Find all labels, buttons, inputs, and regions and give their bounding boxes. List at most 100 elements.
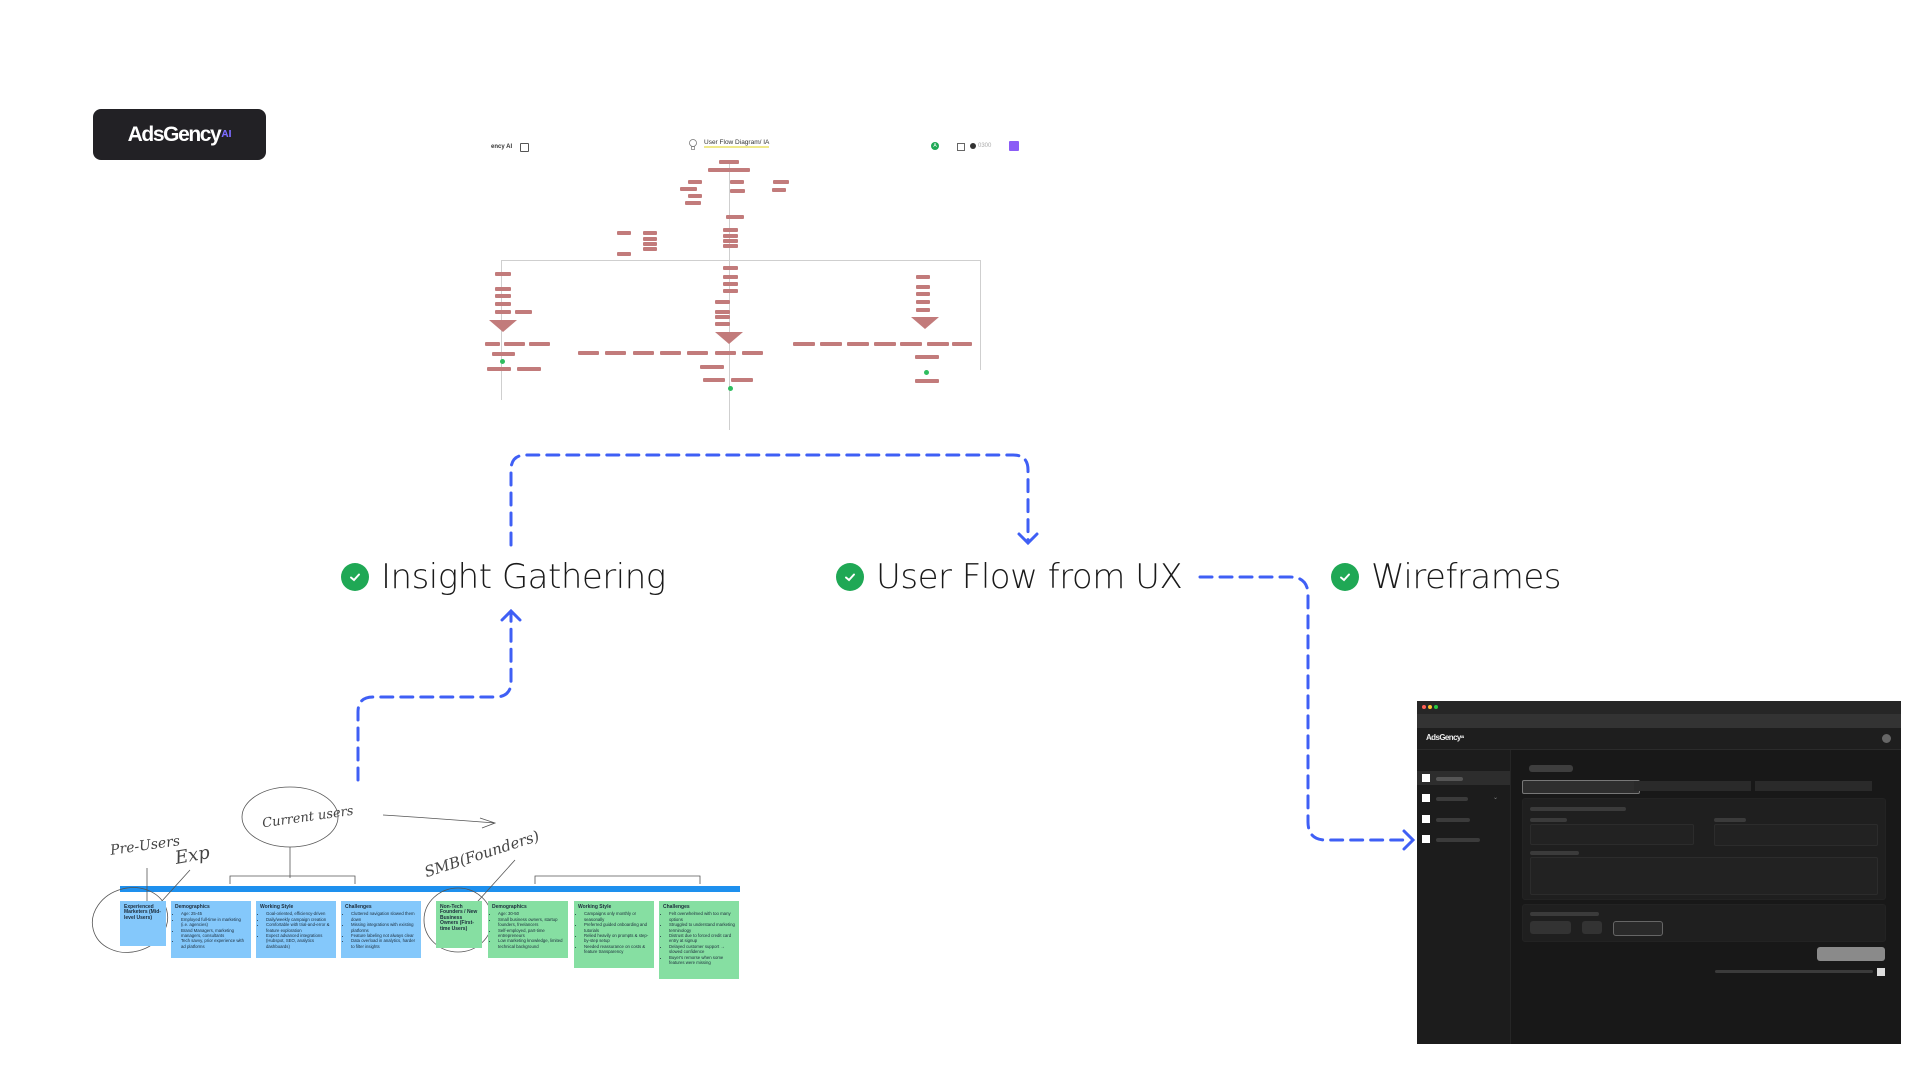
account-icon[interactable]	[1882, 734, 1891, 743]
sticky-title: Demographics	[492, 904, 527, 910]
flow-node	[688, 194, 702, 198]
step-tab-3[interactable]	[1755, 781, 1872, 791]
flow-node	[820, 342, 842, 346]
wireframe-logo: AdsGencyAI	[1426, 733, 1464, 742]
sidebar-icon[interactable]	[1422, 835, 1430, 843]
user-avatar[interactable]: A	[931, 142, 939, 150]
share-icon[interactable]	[957, 143, 965, 151]
zoom-value: 0300	[978, 143, 992, 149]
sticky-item: Employed full-time in marketing (i.e. ag…	[181, 917, 247, 928]
maximize-dot-icon	[1434, 705, 1438, 709]
flow-node	[719, 160, 739, 164]
flow-node	[643, 242, 657, 246]
step-tab-1[interactable]	[1522, 780, 1640, 794]
flow-node	[847, 342, 869, 346]
sticky-note[interactable]: Demographics Age: 25-45Employed full-tim…	[171, 901, 251, 958]
user-flow-diagram-thumbnail: ency AI User Flow Diagram/ IA A 0300	[485, 135, 1030, 435]
stage-label: Insight Gathering	[381, 557, 666, 597]
field-label-placeholder	[1714, 818, 1746, 822]
sticky-item: Campaigns only monthly or seasonally	[584, 911, 650, 922]
chevron-down-icon[interactable]: ⌄	[1493, 795, 1499, 801]
stage-insight-gathering: Insight Gathering	[341, 557, 666, 597]
persona-card-non-tech-founders[interactable]: Non-Tech Founders / New Business Owners …	[436, 901, 482, 948]
sidebar-icon[interactable]	[1422, 815, 1430, 823]
flow-decision	[911, 317, 939, 329]
flow-node	[730, 189, 745, 193]
sticky-note[interactable]: Challenges Cluttered navigation slowed t…	[341, 901, 421, 958]
flow-node	[643, 247, 657, 251]
flow-node	[915, 355, 939, 359]
annotation-smb: SMB(Founders)	[422, 826, 542, 882]
logo-suffix: AI	[221, 128, 232, 140]
step-tab-2[interactable]	[1634, 781, 1751, 791]
field-label-placeholder	[1530, 851, 1579, 855]
sticky-item: Felt overwhelmed with too many options	[669, 911, 735, 922]
flow-node	[617, 231, 631, 235]
persona-label: Non-Tech Founders / New Business Owners …	[440, 904, 478, 932]
sticky-title: Demographics	[175, 904, 210, 910]
sketch-brace-2	[534, 875, 701, 884]
flow-node	[680, 187, 697, 191]
flow-node	[643, 231, 657, 235]
flow-node	[517, 367, 541, 371]
section-title-placeholder	[1530, 912, 1599, 916]
field-label-placeholder	[1530, 818, 1567, 822]
sticky-items: Felt overwhelmed with too many optionsSt…	[663, 911, 735, 965]
sketch-arrow	[382, 814, 497, 829]
sticky-note[interactable]: Working Style Campaigns only monthly or …	[574, 901, 654, 968]
sticky-item: Low marketing knowledge, limited technic…	[498, 938, 564, 949]
sidebar-item-active[interactable]	[1417, 771, 1510, 785]
flow-decision	[715, 332, 743, 344]
progress-track	[1715, 970, 1873, 973]
options-panel	[1522, 904, 1886, 942]
sticky-item: Tech savvy, prior experience with ad pla…	[181, 938, 247, 949]
sticky-items: Age: 25-45Employed full-time in marketin…	[175, 911, 247, 949]
sticky-note[interactable]: Challenges Felt overwhelmed with too man…	[659, 901, 739, 979]
flow-toolbar-workspace: ency AI	[491, 144, 513, 150]
flow-node	[700, 365, 724, 369]
flow-node	[529, 342, 550, 346]
browser-tabbar	[1417, 714, 1901, 729]
form-textarea[interactable]	[1530, 857, 1878, 895]
sticky-items: Cluttered navigation slowed them downMis…	[345, 911, 417, 949]
connector-insight-to-userflow	[509, 453, 1030, 547]
flow-node	[723, 289, 738, 293]
option-chip[interactable]	[1582, 921, 1602, 934]
flow-node	[916, 285, 930, 289]
sidebar-label-placeholder	[1436, 818, 1470, 822]
form-field-1[interactable]	[1530, 824, 1694, 845]
flow-node	[643, 237, 657, 241]
sticky-note[interactable]: Working Style Goal-oriented, efficiency-…	[256, 901, 336, 958]
option-chip[interactable]	[1530, 921, 1571, 934]
flow-node	[485, 342, 500, 346]
check-circle-icon	[341, 563, 369, 591]
flow-diagram-canvas	[485, 160, 1030, 440]
annotation-pre-users: Pre-Users	[109, 833, 182, 859]
sticky-note[interactable]: Demographics Age: 30-50Small business ow…	[488, 901, 568, 958]
persona-card-experienced-marketers[interactable]: Experienced Marketers (Mid-level Users)	[120, 901, 166, 946]
flow-node	[515, 310, 532, 314]
sticky-item: Relied heavily on prompts & step-by-step…	[584, 933, 650, 944]
flow-node	[715, 322, 730, 326]
primary-button[interactable]	[1817, 947, 1885, 961]
sticky-title: Working Style	[260, 904, 294, 910]
sticky-item: Cluttered navigation slowed them down	[351, 911, 417, 922]
form-field-2[interactable]	[1714, 824, 1878, 846]
help-icon[interactable]	[1877, 968, 1885, 976]
check-circle-icon	[836, 563, 864, 591]
flow-node	[685, 201, 701, 205]
sidebar-icon[interactable]	[1422, 794, 1430, 802]
present-button[interactable]	[1009, 141, 1019, 151]
sticky-item: Missing integrations with existing platf…	[351, 922, 417, 933]
flow-node	[793, 342, 815, 346]
wireframe-main	[1511, 750, 1901, 1044]
arrowhead-down-icon	[1017, 532, 1039, 546]
flow-decision	[489, 320, 517, 332]
flow-node	[715, 315, 730, 319]
flow-node	[495, 272, 511, 276]
flow-node	[726, 215, 744, 219]
option-chip-selected[interactable]	[1613, 921, 1663, 936]
page-title-placeholder	[1529, 765, 1573, 772]
flow-node	[723, 275, 738, 279]
flow-node	[915, 379, 939, 383]
